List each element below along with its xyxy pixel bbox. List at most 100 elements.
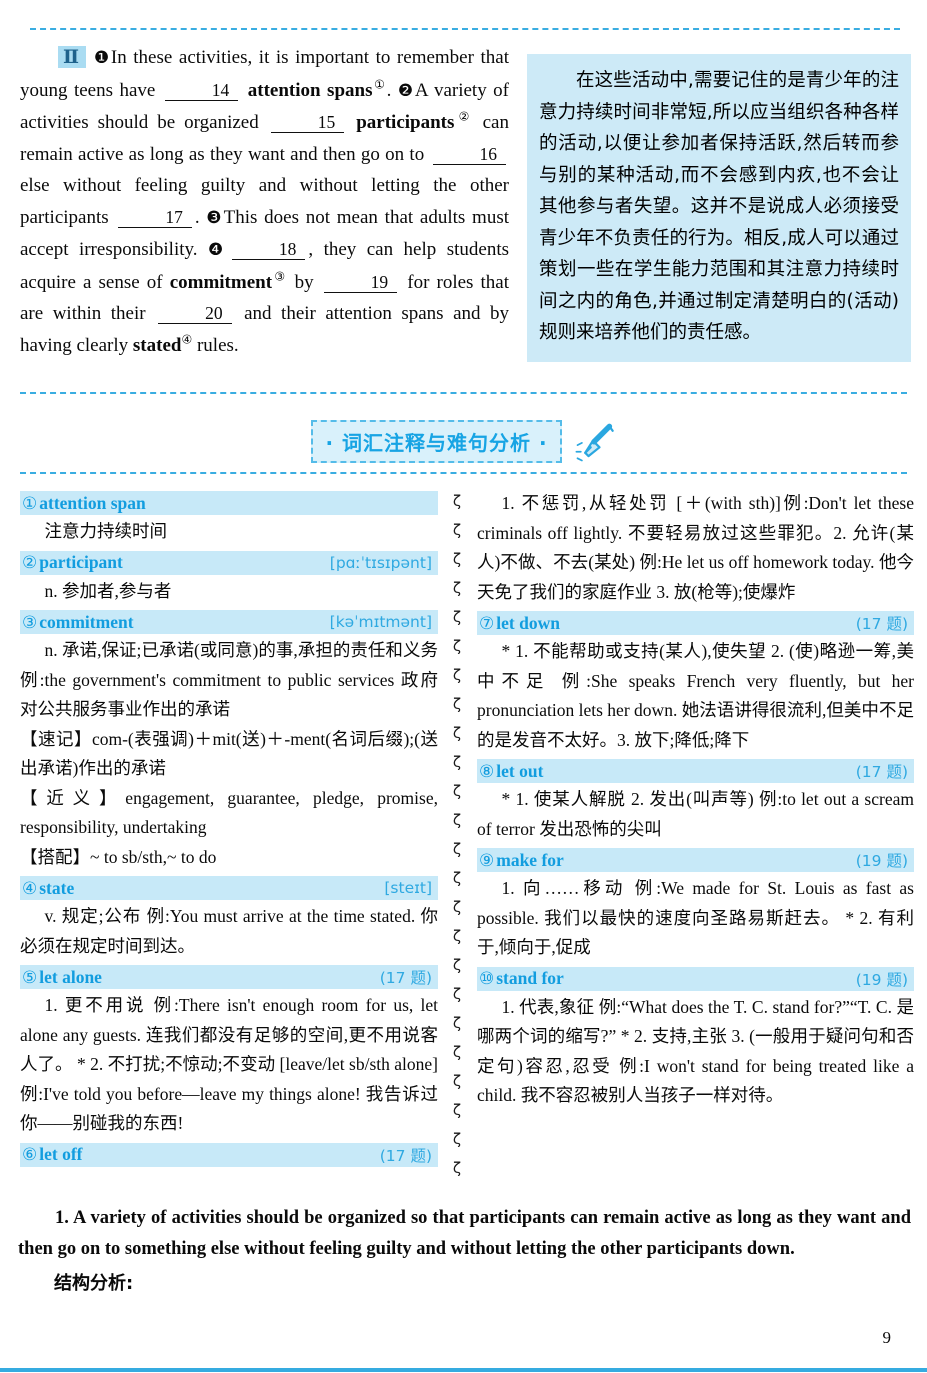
entry-tag: (17 题) [379, 1146, 432, 1165]
fill-blank: 14 [164, 80, 239, 101]
entry-body: v. 规定;公布 例:You must arrive at the time s… [20, 906, 438, 956]
passage-text: . [386, 79, 398, 101]
fill-blank: 19 [323, 272, 398, 293]
entry-tag: (17 题) [855, 763, 908, 781]
section-header: · 词汇注释与难句分析 · [311, 419, 562, 463]
entry-body: * 1. 使某人解脱 2. 发出(叫声等) 例:to let out a scr… [477, 789, 914, 839]
section-separator-bottom [20, 472, 907, 474]
entry-body: n. 承诺,保证;已承诺(或同意)的事,承担的责任和义务 例:the gover… [20, 640, 438, 867]
sentence-number-badge: ❶ [93, 48, 111, 68]
passage-text: by [287, 271, 321, 293]
passage-text: can remain active as long as they want a… [20, 112, 509, 165]
fill-blank: 15 [270, 112, 345, 133]
column-divider: ζ ζ ζ ζ ζ ζ ζ ζ ζ ζ ζ ζ ζ ζ ζ ζ ζ ζ ζ ζ … [452, 492, 462, 1177]
vocab-word: stated [132, 334, 182, 356]
entry-tag: [steɪt] [384, 879, 432, 897]
entry-number-icon: ⑤ [22, 967, 38, 988]
entry-number-icon: ⑩ [479, 969, 495, 989]
section-marker: Ⅱ [58, 46, 86, 68]
passage-text: A variety of activities should be organi… [20, 79, 509, 134]
entry-term-label: attention span [39, 492, 146, 513]
passage-text: rules. [192, 334, 239, 356]
entry-term-label: stand for [496, 968, 564, 988]
vocab-word: participants [347, 112, 455, 133]
passage-text: . [194, 206, 207, 228]
footnote-ref: ① [372, 77, 387, 92]
entry-term-label: let off [39, 1144, 83, 1164]
footnote-ref: ③ [272, 269, 288, 284]
section-separator-top [20, 392, 907, 394]
entry-body: 注意力持续时间 [44, 521, 168, 541]
entry-term-label: let alone [39, 966, 102, 987]
entry-body: * 1. 不能帮助或支持(某人),使失望 2. (使)略逊一筹,美中不足 例:S… [477, 641, 914, 750]
fill-blank: 20 [158, 303, 232, 324]
entry-number-icon: ① [22, 493, 38, 514]
entry-tag: (17 题) [855, 615, 908, 633]
vocab-word: commitment [169, 271, 273, 293]
sentence-number-badge: ❹ [207, 240, 229, 260]
analysis-label: 结构分析: [54, 1273, 134, 1294]
entry-tag: [pɑːˈtɪsɪpənt] [329, 553, 432, 572]
fill-blank: 18 [231, 239, 306, 260]
entry-tag: (17 题) [379, 969, 432, 987]
passage-text: This does not mean that adults must acce… [20, 206, 509, 261]
passage-text: and their attention spans and by having … [20, 303, 510, 356]
entry-number-icon: ⑧ [479, 761, 495, 782]
bottom-rule [0, 1368, 927, 1372]
vocab-entry: 1. 不惩罚,从轻处罚 [＋(with sth)]例:Don't let the… [477, 489, 914, 607]
vocab-column-right: 1. 不惩罚,从轻处罚 [＋(with sth)]例:Don't let the… [477, 487, 914, 1113]
entry-number-icon: ⑨ [479, 850, 495, 871]
top-separator [30, 28, 900, 30]
page-number: 9 [882, 1328, 892, 1347]
entry-term-label: commitment [39, 611, 134, 632]
sentence-number-badge: ❸ [206, 207, 224, 228]
entry-term-label: make for [496, 849, 564, 870]
entry-number-icon: ③ [22, 612, 38, 633]
footnote-ref: ② [454, 109, 474, 124]
sentence-analysis: 1. A variety of activities should be org… [18, 1203, 911, 1299]
section-header-row: · 词汇注释与难句分析 · [0, 416, 927, 466]
entry-body: n. 参加者,参与者 [44, 580, 172, 601]
entry-term-label: state [39, 877, 75, 898]
passage-text: , they can help students acquire a sense… [20, 239, 509, 293]
entry-tag: (19 题) [855, 970, 908, 989]
entry-number-icon: ⑦ [479, 613, 495, 634]
entry-number-icon: ④ [22, 878, 38, 899]
entry-body: 1. 向……移动 例:We made for St. Louis as fast… [477, 878, 914, 957]
vocab-word: attention spans [241, 79, 373, 101]
footnote-ref: ④ [181, 332, 193, 347]
fill-blank: 16 [432, 144, 506, 165]
fill-blank: 17 [118, 207, 192, 228]
passage-text: In these activities, it is important to … [20, 47, 509, 101]
entry-number-icon: ⑥ [22, 1145, 38, 1165]
entry-term-label: let out [496, 760, 544, 781]
entry-body: 1. 更不用说 例:There isn't enough room for us… [20, 995, 438, 1133]
